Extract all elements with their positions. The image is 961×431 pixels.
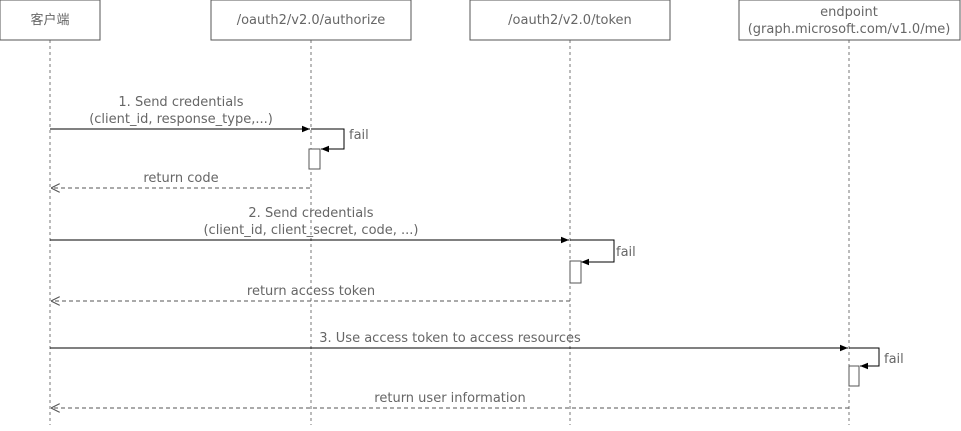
actor-authorize-label: /oauth2/v2.0/authorize	[237, 13, 386, 28]
message-1-label-line2: (client_id, response_type,...)	[89, 112, 273, 127]
actor-authorize: /oauth2/v2.0/authorize	[210, 0, 412, 41]
authorize-activation-box	[308, 148, 321, 170]
actor-endpoint-label-line1: endpoint	[820, 5, 878, 20]
actor-token: /oauth2/v2.0/token	[469, 0, 671, 41]
return-access-token-label: return access token	[247, 284, 375, 299]
endpoint-fail-arrow	[849, 347, 880, 370]
actor-client-box	[0, 0, 101, 41]
endpoint-fail-label: fail	[884, 352, 904, 367]
actor-endpoint: endpoint (graph.microsoft.com/v1.0/me)	[738, 0, 961, 41]
message-2-label-line1: 2. Send credentials	[248, 206, 373, 221]
actor-token-label: /oauth2/v2.0/token	[508, 13, 632, 28]
actor-token-box	[469, 0, 671, 41]
message-2-label-line2: (client_id, client_secret, code, ...)	[203, 223, 418, 238]
actor-endpoint-label-line2: (graph.microsoft.com/v1.0/me)	[748, 22, 951, 37]
token-fail-arrow	[570, 239, 615, 266]
token-activation-box	[569, 260, 582, 284]
return-user-information-label: return user information	[374, 391, 525, 406]
actor-authorize-box	[210, 0, 412, 41]
actor-client-label: 客户端	[30, 12, 69, 28]
token-fail-label: fail	[616, 245, 636, 260]
endpoint-activation-box	[848, 365, 860, 387]
actor-endpoint-box	[738, 0, 961, 41]
authorize-fail-label: fail	[349, 128, 369, 143]
authorize-fail-arrow	[311, 128, 345, 153]
return-code-label: return code	[143, 171, 218, 186]
actor-client: 客户端	[0, 0, 101, 41]
message-1-label-line1: 1. Send credentials	[118, 95, 243, 110]
message-3-label: 3. Use access token to access resources	[319, 331, 581, 346]
